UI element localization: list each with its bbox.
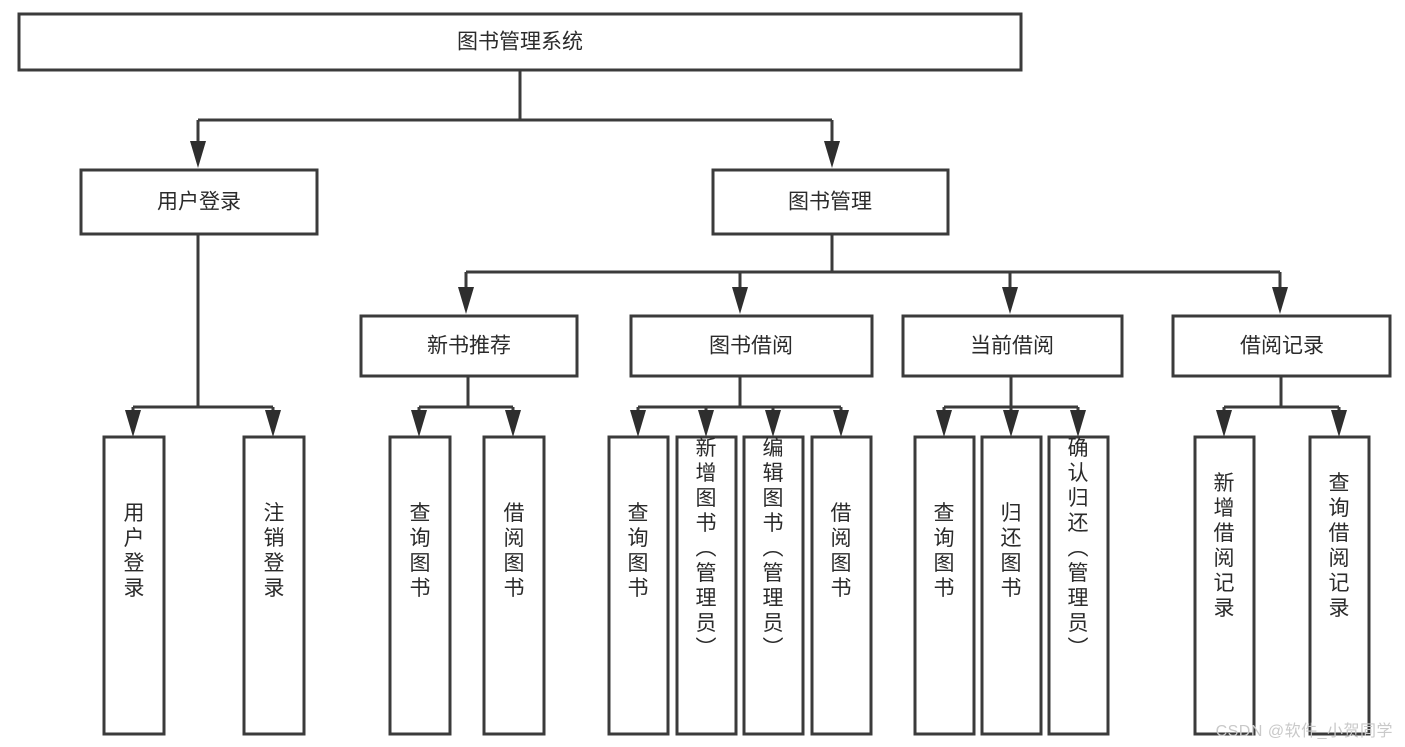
leaf-node-edit-book-admin[interactable]: 编辑图书︵管理员︶ bbox=[742, 435, 805, 736]
leaf-node-query-book-current-label: 查询图书 bbox=[934, 502, 955, 600]
arrow-to-leaf-query-book-3 bbox=[936, 410, 952, 437]
arrow-to-leaf-confirm-return bbox=[1070, 410, 1086, 437]
node-book-borrow-label: 图书借阅 bbox=[709, 335, 793, 358]
leaf-node-logout-label: 注销登录 bbox=[264, 502, 285, 600]
leaf-node-borrow-book-borrow[interactable]: 借阅图书 bbox=[810, 435, 873, 736]
arrow-to-leaf-add-book bbox=[698, 410, 714, 437]
leaf-node-query-book-borrow[interactable]: 查询图书 bbox=[607, 435, 670, 736]
arrow-to-leaf-query-book-1 bbox=[411, 410, 427, 437]
arrow-to-current-borrow bbox=[1002, 287, 1018, 314]
leaf-node-query-borrow-record[interactable]: 查询借阅记录 bbox=[1308, 435, 1371, 736]
connector-root-to-level1 bbox=[190, 70, 840, 168]
connector-newbook-to-leaves bbox=[411, 376, 521, 437]
node-borrow-record[interactable]: 借阅记录 bbox=[1171, 314, 1392, 378]
connector-bookmanage-to-level2 bbox=[458, 234, 1288, 314]
leaf-node-query-book-newbook-label: 查询图书 bbox=[410, 502, 431, 600]
leaf-node-query-book-newbook[interactable]: 查询图书 bbox=[388, 435, 452, 736]
node-book-management[interactable]: 图书管理 bbox=[711, 168, 950, 236]
leaf-node-return-book-label: 归还图书 bbox=[1001, 502, 1022, 600]
node-new-book-recommend[interactable]: 新书推荐 bbox=[359, 314, 579, 378]
leaf-node-add-borrow-record[interactable]: 新增借阅记录 bbox=[1193, 435, 1256, 736]
connector-userlogin-to-leaves bbox=[125, 234, 281, 437]
arrow-to-borrow-record bbox=[1272, 287, 1288, 314]
connector-borrowrecord-to-leaves bbox=[1216, 376, 1347, 437]
node-root-label: 图书管理系统 bbox=[457, 31, 583, 54]
leaf-node-borrow-book-borrow-label: 借阅图书 bbox=[831, 502, 852, 600]
arrow-to-leaf-user-login bbox=[125, 410, 141, 437]
leaf-node-query-borrow-record-label: 查询借阅记录 bbox=[1329, 472, 1350, 620]
node-borrow-record-label: 借阅记录 bbox=[1240, 335, 1324, 358]
leaf-node-add-book-admin-label: 新增图书︵管理员︶ bbox=[696, 437, 717, 660]
leaf-node-query-book-borrow-label: 查询图书 bbox=[628, 502, 649, 600]
arrow-to-leaf-query-record bbox=[1331, 410, 1347, 437]
leaf-node-edit-book-admin-label: 编辑图书︵管理员︶ bbox=[763, 437, 784, 660]
node-user-login-label: 用户登录 bbox=[157, 191, 241, 214]
leaf-node-user-login[interactable]: 用户登录 bbox=[102, 435, 166, 736]
arrow-to-leaf-add-record bbox=[1216, 410, 1232, 437]
arrow-to-book-manage bbox=[824, 141, 840, 168]
arrow-to-leaf-query-book-2 bbox=[630, 410, 646, 437]
arrow-to-leaf-logout bbox=[265, 410, 281, 437]
leaf-node-add-book-admin[interactable]: 新增图书︵管理员︶ bbox=[675, 435, 738, 736]
node-current-borrow-label: 当前借阅 bbox=[970, 335, 1054, 358]
arrow-to-leaf-borrow-book-2 bbox=[833, 410, 849, 437]
arrow-to-book-borrow bbox=[732, 287, 748, 314]
node-new-book-recommend-label: 新书推荐 bbox=[427, 335, 511, 358]
arrow-to-user-login bbox=[190, 141, 206, 168]
arrow-to-leaf-return-book bbox=[1003, 410, 1019, 437]
arrow-to-leaf-edit-book bbox=[765, 410, 781, 437]
node-root-book-management-system[interactable]: 图书管理系统 bbox=[17, 12, 1023, 72]
node-book-management-label: 图书管理 bbox=[788, 191, 872, 214]
leaf-node-logout[interactable]: 注销登录 bbox=[242, 435, 306, 736]
leaf-node-return-book[interactable]: 归还图书 bbox=[980, 435, 1043, 736]
leaf-node-query-book-current[interactable]: 查询图书 bbox=[913, 435, 976, 736]
leaf-node-user-login-label: 用户登录 bbox=[124, 502, 145, 600]
node-book-borrow[interactable]: 图书借阅 bbox=[629, 314, 874, 378]
node-current-borrow[interactable]: 当前借阅 bbox=[901, 314, 1124, 378]
connector-bookborrow-to-leaves bbox=[630, 376, 849, 437]
leaf-node-confirm-return-admin[interactable]: 确认归还︵管理员︶ bbox=[1047, 435, 1110, 736]
leaf-node-add-borrow-record-label: 新增借阅记录 bbox=[1214, 472, 1235, 620]
connector-currentborrow-to-leaves bbox=[936, 376, 1086, 437]
arrow-to-leaf-borrow-book-1 bbox=[505, 410, 521, 437]
node-user-login[interactable]: 用户登录 bbox=[79, 168, 319, 236]
arrow-to-new-book bbox=[458, 287, 474, 314]
leaf-node-borrow-book-newbook[interactable]: 借阅图书 bbox=[482, 435, 546, 736]
leaf-node-confirm-return-admin-label: 确认归还︵管理员︶ bbox=[1068, 437, 1089, 660]
leaf-node-borrow-book-newbook-label: 借阅图书 bbox=[504, 502, 525, 600]
